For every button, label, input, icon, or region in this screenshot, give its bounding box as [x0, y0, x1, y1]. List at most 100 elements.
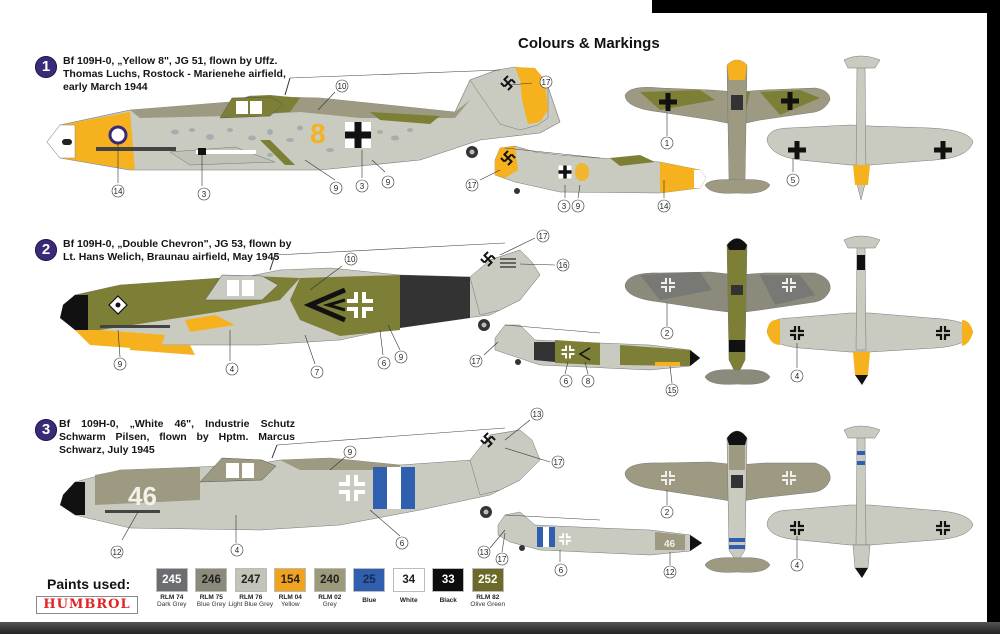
callout-marker: [395, 536, 409, 550]
callout-marker: [556, 258, 570, 272]
frame-border-top: [652, 0, 1000, 13]
callout-label: 7: [315, 368, 320, 377]
swatch-chip: 245: [156, 569, 187, 591]
callout-label: 3: [360, 182, 365, 191]
callout-marker: [343, 445, 357, 459]
callout-marker: [335, 79, 349, 93]
watermark-text: МОДЕЛЬНАЯ ЛАВКА: [882, 587, 963, 611]
paint-swatch-list: 245 RLM 74 Dark Grey 246 RLM 75 Blue Gre…: [152, 569, 508, 609]
scheme-2-top-view: [624, 238, 831, 385]
humbrol-logo: HUMBROL: [36, 596, 138, 614]
callout-label: 4: [795, 561, 800, 570]
caption-line: early March 1944: [63, 81, 148, 93]
scheme-1-caption: Bf 109H-0, „Yellow 8", JG 51, flown by U…: [63, 55, 286, 94]
caption-line: Bf 109H-0, „White 46", Industrie Schutz: [59, 418, 295, 430]
paint-swatch: 247 RLM 76 Light Blue Grey: [228, 569, 273, 609]
callout-label: 6: [400, 539, 405, 548]
scheme-1-bottom-view: [766, 55, 974, 201]
callout-label: 6: [382, 359, 387, 368]
swatch-rlm: RLM 82: [476, 594, 500, 601]
callout-marker: [551, 455, 565, 469]
callout-marker: [557, 199, 571, 213]
watermark-line: МОДЕЛЬНАЯ: [882, 587, 964, 599]
frame-border-right: [987, 0, 1000, 634]
watermark-line: ЛАВКА: [882, 599, 926, 611]
callout-label: 3: [202, 190, 207, 199]
callout-marker: [790, 369, 804, 383]
scheme-2-bottom-view: [766, 235, 974, 385]
swatch-chip: 252: [472, 569, 503, 591]
callout-label: 17: [472, 357, 481, 366]
callout-marker: [111, 184, 125, 198]
callout-label: 15: [668, 386, 677, 395]
callout-label: 9: [118, 360, 123, 369]
callout-label: 9: [386, 178, 391, 187]
callout-label: 2: [665, 329, 670, 338]
watermark-logo-icon: [846, 587, 872, 613]
scheme-3-side-profile: 46: [60, 427, 541, 531]
caption-line: Lt. Hans Welich, Braunau airfield, May 1…: [63, 251, 280, 263]
scheme-3-badge: 3: [35, 419, 57, 441]
callout-marker: [663, 565, 677, 579]
caption-line: Schwarz, July 1945: [59, 444, 155, 456]
callout-label: 2: [665, 508, 670, 517]
caption-line: Thomas Luchs, Rostock - Marienehe airfie…: [63, 68, 286, 80]
scheme-1-side-profile: 8: [46, 66, 561, 171]
callout-label: 17: [554, 458, 563, 467]
callout-marker: [344, 252, 358, 266]
callout-marker: [230, 543, 244, 557]
swatch-name: Dark Grey: [156, 601, 187, 608]
callout-label: 13: [533, 410, 542, 419]
callout-marker: [377, 356, 391, 370]
callout-label: 9: [334, 184, 339, 193]
callout-marker: [660, 326, 674, 340]
callout-marker: [394, 350, 408, 364]
callout-label: 10: [338, 82, 347, 91]
swatch-rlm: RLM 04: [278, 594, 302, 601]
callout-label: 9: [348, 448, 353, 457]
swatch-name: Black: [439, 597, 457, 604]
fuselage-code-46-small: 46: [664, 539, 676, 550]
callout-marker: [657, 199, 671, 213]
paint-swatch: 34 White: [389, 569, 429, 609]
callout-label: 5: [791, 176, 796, 185]
swatch-chip: 33: [433, 569, 464, 591]
callout-marker: [571, 199, 585, 213]
callout-marker: [495, 552, 509, 566]
callout-marker: [790, 558, 804, 572]
callout-marker: [329, 181, 343, 195]
scheme-3-side-profile-right: 46: [497, 511, 703, 556]
callout-label: 4: [795, 372, 800, 381]
callout-marker: [660, 136, 674, 150]
scheme-3-top-view: [624, 430, 831, 573]
callout-marker: [665, 383, 679, 397]
paint-swatch: 252 RLM 82 Olive Green: [468, 569, 508, 609]
callout-label: 17: [539, 232, 548, 241]
scheme-3-bottom-view: [766, 425, 974, 578]
callout-marker: [786, 173, 800, 187]
paint-swatch: 246 RLM 75 Blue Grey: [192, 569, 232, 609]
swatch-rlm: RLM 74: [160, 594, 184, 601]
callout-label: 14: [114, 187, 123, 196]
callout-marker: [660, 505, 674, 519]
callout-label: 4: [235, 546, 240, 555]
swatch-chip: 34: [393, 569, 424, 591]
scheme-1-badge: 1: [35, 56, 57, 78]
scheme-1-side-profile-right: [494, 145, 707, 194]
callout-label: 17: [498, 555, 507, 564]
callout-marker: [477, 545, 491, 559]
paint-swatch: 154 RLM 04 Yellow: [271, 569, 311, 609]
callout-marker: [355, 179, 369, 193]
swatch-name: White: [399, 597, 418, 604]
caption-line: Schwarm Pilsen, flown by Hptm. Marcus: [59, 431, 295, 443]
callout-marker: [559, 374, 573, 388]
paints-used-label: Paints used:: [47, 576, 131, 592]
swatch-name: Olive Green: [470, 601, 506, 608]
callout-label: 13: [480, 548, 489, 557]
scheme-3-caption: Bf 109H-0, „White 46", Industrie Schutz …: [59, 418, 295, 457]
scheme-1-top-view: [624, 59, 831, 194]
swatch-chip: 247: [235, 569, 266, 591]
paint-swatch: 245 RLM 74 Dark Grey: [152, 569, 192, 609]
callout-label: 6: [564, 377, 569, 386]
frame-border-bottom: [0, 622, 1000, 634]
